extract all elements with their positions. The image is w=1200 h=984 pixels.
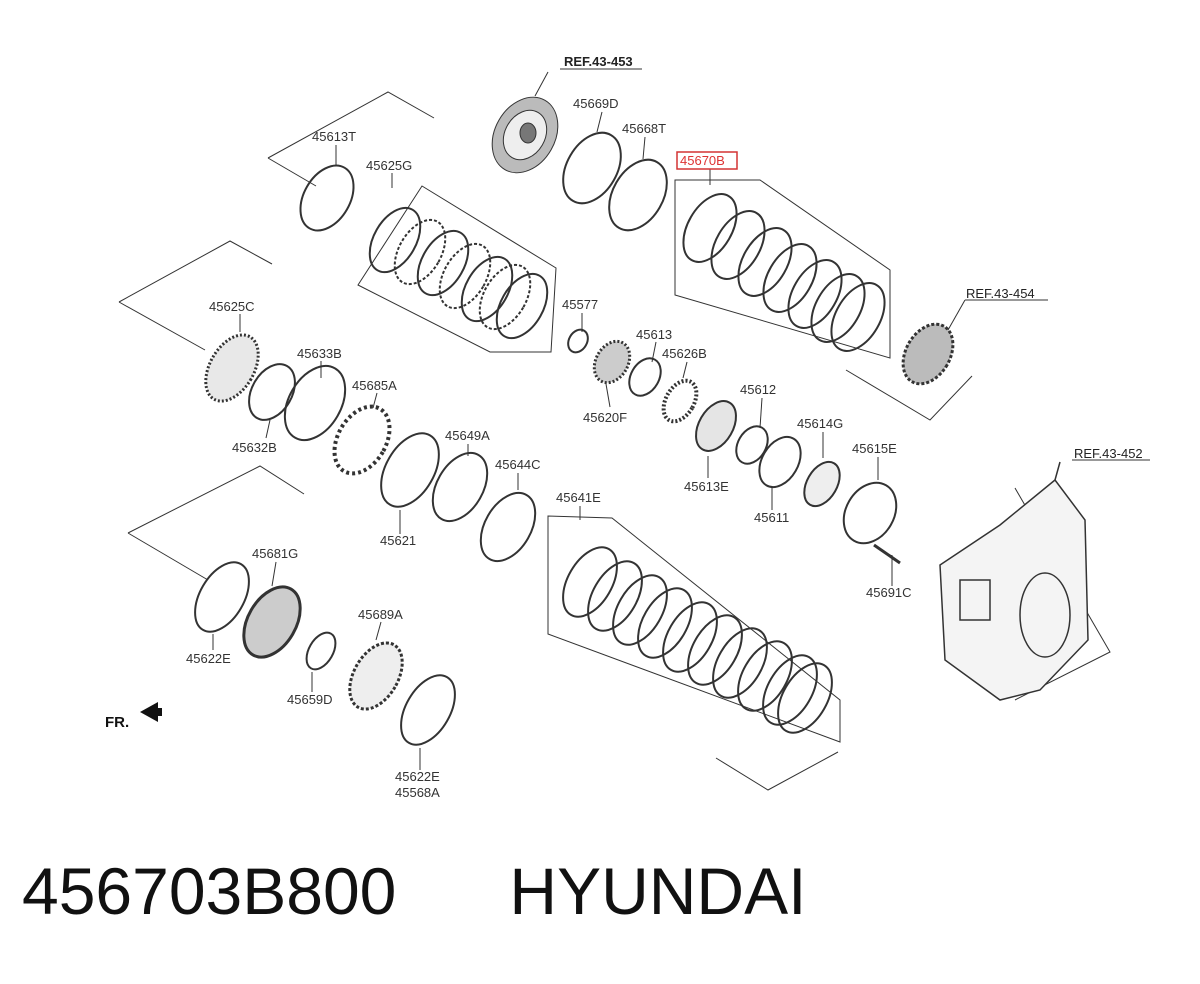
label-45641e: 45641E — [556, 490, 601, 505]
label-45620f: 45620F — [583, 410, 627, 425]
oil-pump-ref-453 — [491, 71, 559, 174]
label-45614g: 45614G — [797, 416, 843, 431]
label-45669d: 45669D — [573, 96, 619, 111]
transmission-housing-ref-452 — [939, 461, 1089, 701]
group-box-45641e — [547, 515, 841, 743]
label-45649a: 45649A — [445, 428, 490, 443]
label-45613: 45613 — [636, 327, 672, 342]
drum-45615e — [842, 481, 898, 545]
ring-45622e-a — [194, 561, 250, 633]
drum-45625c — [204, 333, 260, 403]
retainer-45614g — [803, 460, 841, 508]
label-45691c: 45691C — [866, 585, 912, 600]
bracket-45625c — [118, 240, 273, 303]
label-ref-43-452: REF.43-452 — [1074, 446, 1143, 461]
part-caption: 456703B800 HYUNDAI — [22, 858, 806, 924]
bracket-ref-454 — [845, 369, 973, 421]
ring-45669d — [562, 131, 622, 205]
label-45632b: 45632B — [232, 440, 277, 455]
label-45685a: 45685A — [352, 378, 397, 393]
ring-45633b — [283, 365, 347, 441]
ring-45622e-b — [400, 674, 456, 746]
label-45625g: 45625G — [366, 158, 412, 173]
label-45681g: 45681G — [252, 546, 298, 561]
bracket-45681g — [127, 465, 305, 534]
brand-name: HYUNDAI — [509, 854, 807, 928]
ring-45649a — [431, 451, 489, 523]
label-45613e: 45613E — [684, 479, 729, 494]
group-box-45625g — [357, 185, 557, 353]
part-number: 456703B800 — [22, 854, 397, 928]
label-45621: 45621 — [380, 533, 416, 548]
clutch-pack-45625g — [368, 206, 549, 340]
drum-45681g — [242, 585, 302, 659]
ring-45644c — [479, 491, 537, 563]
label-45568a: 45568A — [395, 785, 440, 800]
highlight-box-45670b — [676, 151, 738, 170]
label-45644c: 45644C — [495, 457, 541, 472]
label-45633b: 45633B — [297, 346, 342, 361]
label-45622e-bottom: 45622E — [395, 769, 440, 784]
label-45689a: 45689A — [358, 607, 403, 622]
ring-45621 — [380, 432, 440, 508]
label-45625c: 45625C — [209, 299, 255, 314]
gear-45620f — [592, 339, 632, 385]
ring-45613 — [628, 357, 662, 397]
ring-45612 — [735, 425, 769, 465]
ring-45668t — [608, 158, 668, 232]
label-ref-43-454: REF.43-454 — [966, 286, 1035, 301]
hub-45689a — [348, 641, 404, 711]
bearing-45626b — [661, 378, 699, 424]
label-45626b: 45626B — [662, 346, 707, 361]
gear-ref-454 — [901, 322, 955, 386]
front-arrow — [140, 702, 162, 722]
ring-45613t — [299, 164, 355, 232]
ring-45577 — [567, 328, 589, 354]
ring-45632b — [248, 363, 296, 421]
label-ref-43-453: REF.43-453 — [564, 54, 633, 69]
bolt-45691c — [873, 543, 901, 565]
piston-45613e — [695, 400, 737, 452]
label-45611: 45611 — [754, 510, 789, 525]
clutch-pack-45641e — [562, 546, 833, 734]
bracket-45613t — [267, 91, 435, 159]
ring-45611 — [758, 435, 802, 489]
label-45659d: 45659D — [287, 692, 333, 707]
clutch-pack-45670b — [682, 193, 886, 352]
label-45577: 45577 — [562, 297, 598, 312]
group-box-45670b — [674, 179, 891, 359]
ring-45659d — [305, 631, 337, 671]
label-fr: FR. — [105, 714, 129, 731]
hub-45685a — [332, 404, 392, 476]
label-45615e: 45615E — [852, 441, 897, 456]
label-45613t: 45613T — [312, 129, 356, 144]
label-45670b: 45670B — [680, 153, 725, 168]
label-45612: 45612 — [740, 382, 776, 397]
label-45622e-left: 45622E — [186, 651, 231, 666]
label-45668t: 45668T — [622, 121, 666, 136]
